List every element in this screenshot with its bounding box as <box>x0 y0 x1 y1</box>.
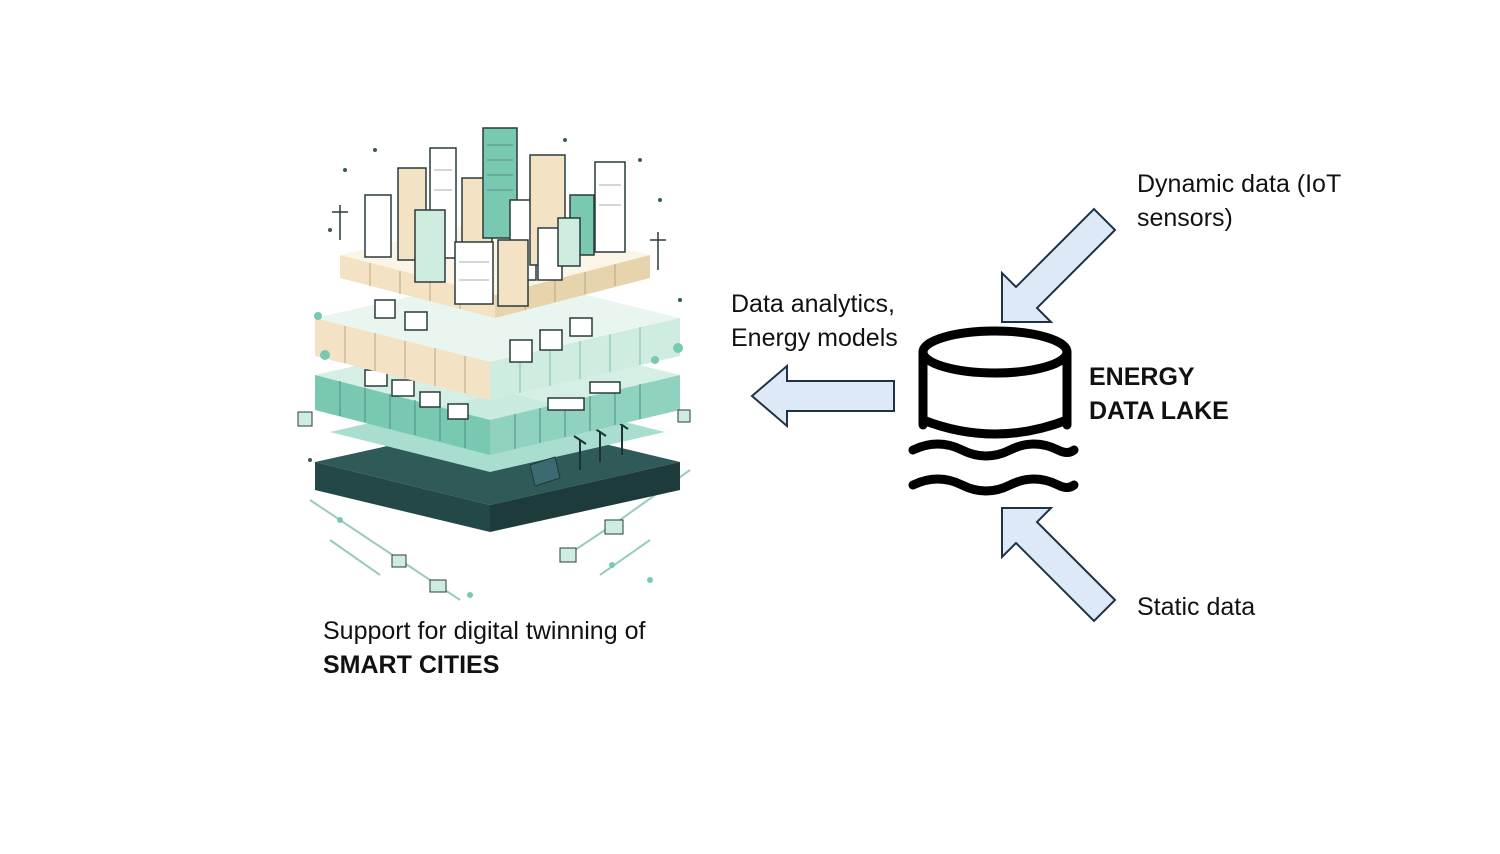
analytics-label-line2: Energy models <box>731 324 898 352</box>
arrow-analytics-out <box>750 363 895 429</box>
dynamic-data-label-line2: sensors) <box>1137 204 1233 232</box>
smart-city-illustration <box>297 127 691 601</box>
data-lake-title-line1: ENERGY <box>1089 363 1195 391</box>
data-lake-icon <box>908 326 1079 496</box>
arrow-dynamic-data-in <box>1001 207 1117 323</box>
analytics-label-line1: Data analytics, <box>731 290 895 318</box>
data-lake-title-line2: DATA LAKE <box>1089 397 1229 425</box>
city-caption-line2: SMART CITIES <box>323 651 500 679</box>
arrow-static-data-in <box>1001 507 1117 623</box>
city-caption-line1: Support for digital twinning of <box>323 617 646 645</box>
dynamic-data-label-line1: Dynamic data (IoT <box>1137 170 1342 198</box>
static-data-label: Static data <box>1137 593 1256 621</box>
